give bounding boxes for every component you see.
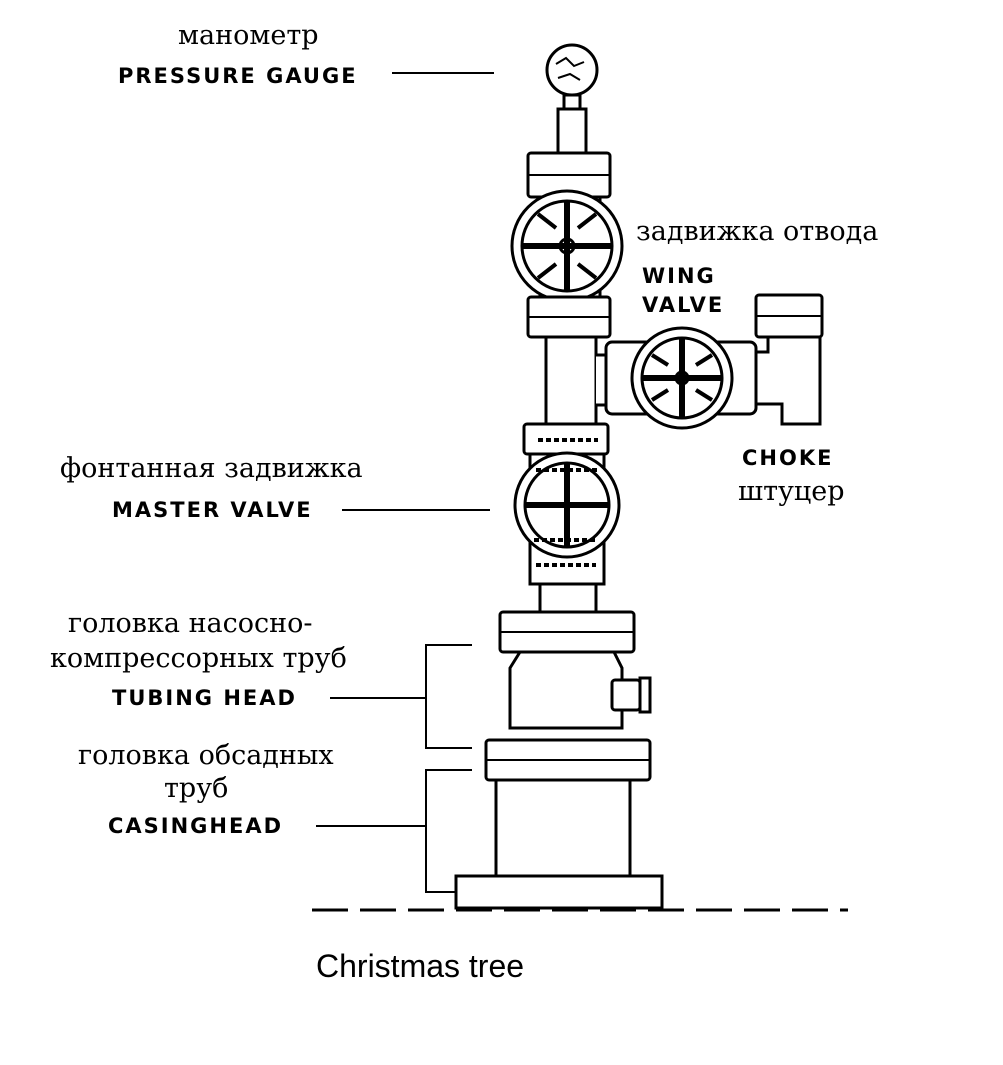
- side-valve: [604, 326, 758, 430]
- tubing-head-flange: [498, 610, 636, 654]
- master-valve-neck: [538, 582, 598, 614]
- master-valve-label-ru: фонтанная задвижка: [60, 453, 363, 484]
- casinghead-label-en: CASINGHEAD: [108, 814, 284, 838]
- master-valve: [513, 422, 621, 586]
- choke-label-ru: штуцер: [738, 476, 845, 507]
- casinghead-label-ru-line1: головка обсадных: [78, 740, 334, 771]
- choke-label-en: CHOKE: [742, 446, 834, 470]
- tubing-head-body: [508, 650, 652, 730]
- tubing-head-label-en: TUBING HEAD: [112, 686, 297, 710]
- tubing-head-label-ru-line1: головка насосно-: [68, 608, 313, 639]
- casinghead-label-ru-line2: труб: [164, 773, 229, 804]
- top-flange: [526, 151, 612, 199]
- tubing-head-bracket: [425, 644, 472, 749]
- casinghead-flange: [484, 738, 652, 782]
- wing-valve-label-en-line1: WING: [642, 264, 716, 288]
- pressure-gauge: [545, 43, 599, 155]
- master-valve-label-en: MASTER VALVE: [112, 498, 313, 522]
- casinghead-bracket: [425, 769, 472, 893]
- cross-body: [544, 335, 598, 429]
- pressure-gauge-label-en: PRESSURE GAUGE: [118, 64, 358, 88]
- figure-caption: Christmas tree: [316, 948, 525, 984]
- middle-flange: [526, 295, 612, 339]
- tubing-head-label-ru-line2: компрессорных труб: [50, 643, 347, 674]
- wing-valve-label-en-line2: VALVE: [642, 293, 725, 317]
- wing-valve-label-ru: задвижка отвода: [636, 216, 879, 247]
- wing-valve: [510, 189, 624, 303]
- pressure-gauge-label-ru: манометр: [178, 20, 319, 51]
- base-plate: [454, 874, 664, 910]
- choke-body: [754, 293, 824, 426]
- casinghead-body: [494, 778, 632, 878]
